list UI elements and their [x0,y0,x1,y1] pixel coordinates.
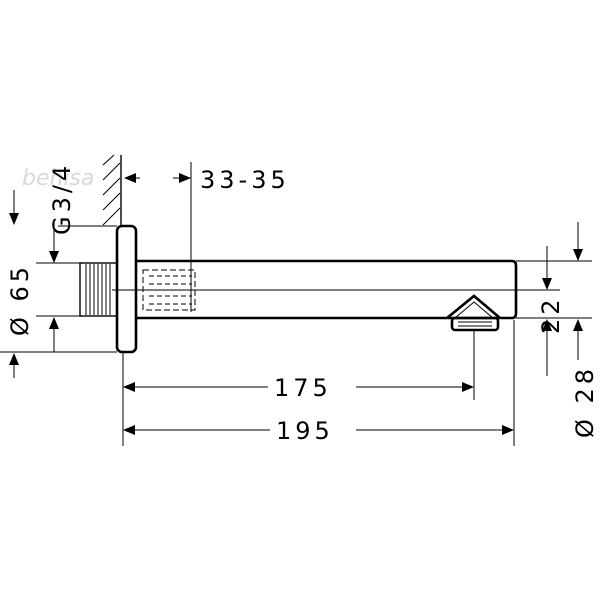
dim-flange-diameter: Ø 65 [6,263,34,336]
flange [115,224,138,354]
wall [102,154,122,226]
dim-thread: G3/4 [48,162,76,235]
dimension-lines [9,173,583,435]
watermark-text: behisa [22,166,95,191]
threaded-connector [79,262,118,317]
dim-length-total: 195 [276,417,334,445]
dim-pipe-height: 22 [537,295,565,334]
extension-lines [0,162,592,446]
aerator-outlet [446,294,501,332]
dim-pipe-diameter: Ø 28 [571,365,599,438]
dim-wall-depth: 33-35 [200,166,290,194]
dim-length-outlet: 175 [274,374,332,402]
